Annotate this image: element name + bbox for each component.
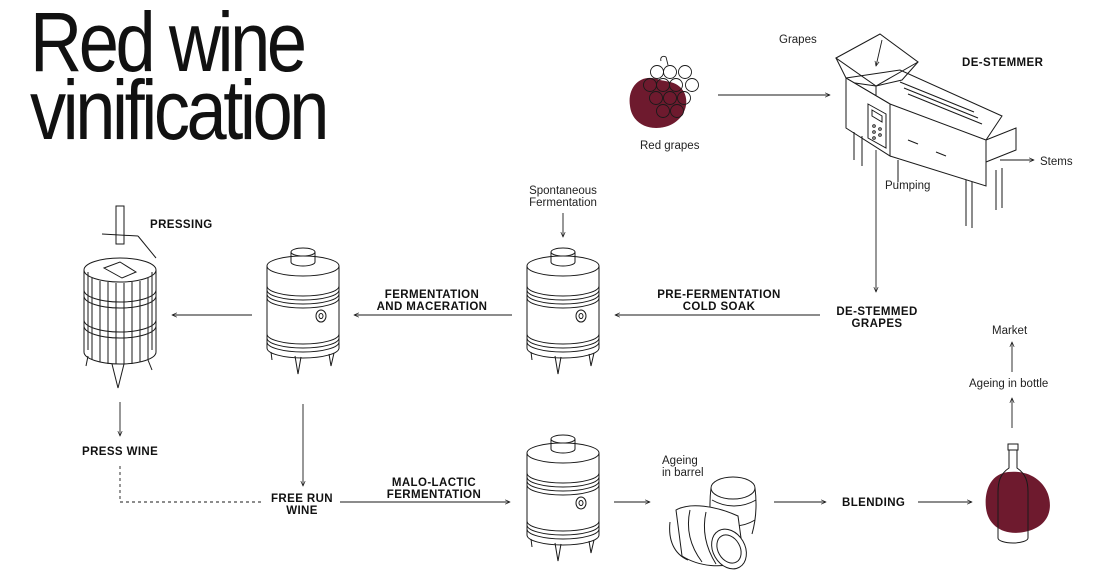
label-pressing: PRESSING (150, 219, 213, 231)
label-fermentation-maceration: FERMENTATION AND MACERATION (372, 289, 492, 313)
label-precold-line1: PRE-FERMENTATION (657, 289, 781, 301)
label-destemmed-grapes: DE-STEMMED GRAPES (832, 306, 922, 330)
label-press-wine: PRESS WINE (82, 446, 159, 458)
grape-cluster-icon (629, 55, 699, 128)
label-free-run-line1: FREE RUN (271, 493, 333, 505)
label-market: Market (992, 325, 1028, 337)
label-pre-fermentation-cold-soak: PRE-FERMENTATION COLD SOAK (652, 289, 786, 313)
label-ageing-in-barrel: Ageing in barrel (662, 455, 704, 479)
label-grapes: Grapes (779, 34, 817, 46)
wine-bottle-icon (985, 443, 1050, 544)
label-destemmed-line2: GRAPES (851, 318, 903, 330)
label-ageing-in-bottle: Ageing in bottle (969, 378, 1049, 390)
title-line-1: Red wine (30, 0, 307, 89)
wine-press-icon (83, 205, 157, 389)
label-ageing-barrel-line1: Ageing (662, 455, 698, 467)
label-destemmed-line1: DE-STEMMED (836, 306, 918, 318)
label-malo-lactic-fermentation: MALO-LACTIC FERMENTATION (378, 477, 490, 501)
label-malo-line1: MALO-LACTIC (391, 477, 477, 489)
label-pumping: Pumping (885, 180, 931, 192)
label-spontaneous-line2: Fermentation (529, 197, 597, 209)
barrels-icon (669, 476, 757, 570)
page-title: Red wine vinification (30, 0, 374, 157)
destemmer-machine-icon (835, 33, 1017, 228)
label-free-run-wine: FREE RUN WINE (262, 493, 342, 517)
label-malo-line2: FERMENTATION (386, 489, 482, 501)
label-free-run-line2: WINE (286, 505, 318, 517)
title-line-2: vinification (30, 63, 329, 157)
label-ferment-line1: FERMENTATION (384, 289, 480, 301)
label-red-grapes: Red grapes (640, 140, 700, 152)
label-destemmer: DE-STEMMER (962, 57, 1044, 69)
label-precold-line2: COLD SOAK (682, 301, 756, 313)
fermentation-tank-icon (526, 247, 600, 375)
label-blending: BLENDING (842, 497, 906, 509)
label-spontaneous-fermentation: Spontaneous Fermentation (520, 185, 606, 209)
fermentation-tank-icon (526, 434, 600, 562)
label-stems: Stems (1040, 156, 1073, 168)
label-ageing-barrel-line2: in barrel (662, 467, 704, 479)
label-spontaneous-line1: Spontaneous (529, 185, 597, 197)
fermentation-tank-icon (266, 247, 340, 375)
label-ferment-line2: AND MACERATION (376, 301, 488, 313)
